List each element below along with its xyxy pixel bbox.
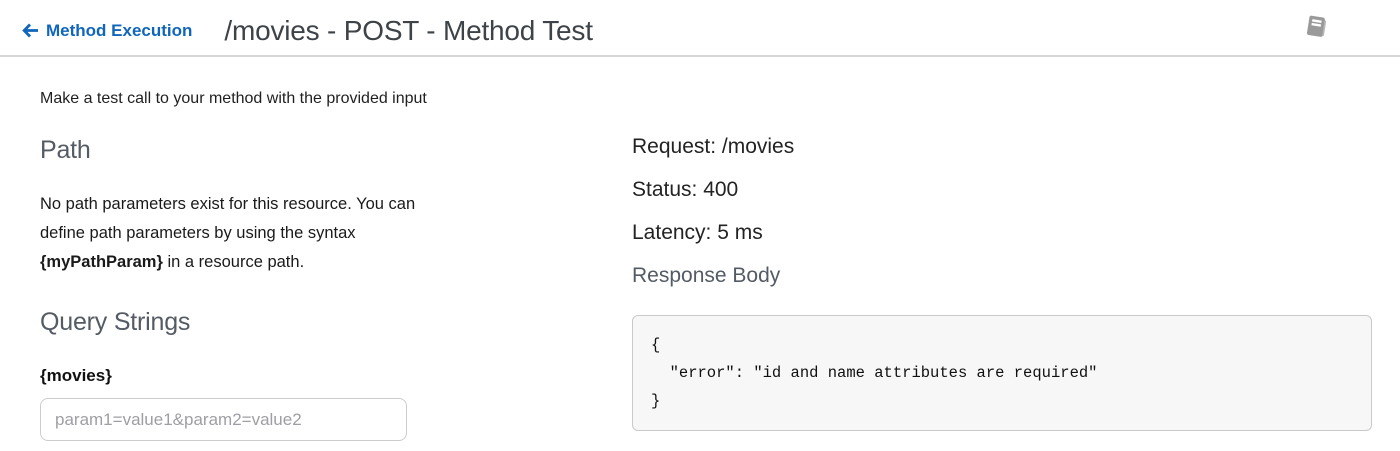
request-input-panel: Path No path parameters exist for this r… bbox=[40, 134, 632, 441]
path-note-line: {myPathParam} in a resource path. bbox=[40, 248, 545, 277]
main-content: Make a test call to your method with the… bbox=[0, 90, 1400, 441]
arrow-left-icon bbox=[22, 23, 39, 38]
path-note: No path parameters exist for this resour… bbox=[40, 190, 545, 277]
request-line: Request: /movies bbox=[632, 135, 795, 158]
path-note-rest: in a resource path. bbox=[162, 253, 305, 271]
path-note-line: define path parameters by using the synt… bbox=[40, 224, 356, 242]
path-note-line: No path parameters exist for this resour… bbox=[40, 195, 416, 213]
columns: Path No path parameters exist for this r… bbox=[40, 134, 1372, 441]
response-body-heading: Response Body bbox=[632, 264, 781, 287]
intro-text: Make a test call to your method with the… bbox=[40, 90, 427, 107]
query-strings-heading: Query Strings bbox=[40, 308, 191, 336]
page-title: /movies - POST - Method Test bbox=[224, 14, 593, 46]
back-link-method-execution[interactable]: Method Execution bbox=[22, 21, 192, 41]
path-heading: Path bbox=[40, 136, 91, 164]
header: Method Execution /movies - POST - Method… bbox=[0, 0, 1400, 57]
status-line: Status: 400 bbox=[632, 178, 739, 201]
book-icon[interactable] bbox=[1302, 13, 1330, 41]
back-link-label: Method Execution bbox=[46, 20, 193, 40]
path-param-syntax: {myPathParam} bbox=[40, 253, 163, 271]
latency-line: Latency: 5 ms bbox=[632, 221, 763, 244]
query-string-input[interactable] bbox=[40, 398, 407, 441]
response-panel: Request: /movies Status: 400 Latency: 5 … bbox=[632, 134, 1372, 441]
response-body-code: { "error": "id and name attributes are r… bbox=[632, 315, 1372, 431]
query-param-name: {movies} bbox=[40, 366, 112, 385]
